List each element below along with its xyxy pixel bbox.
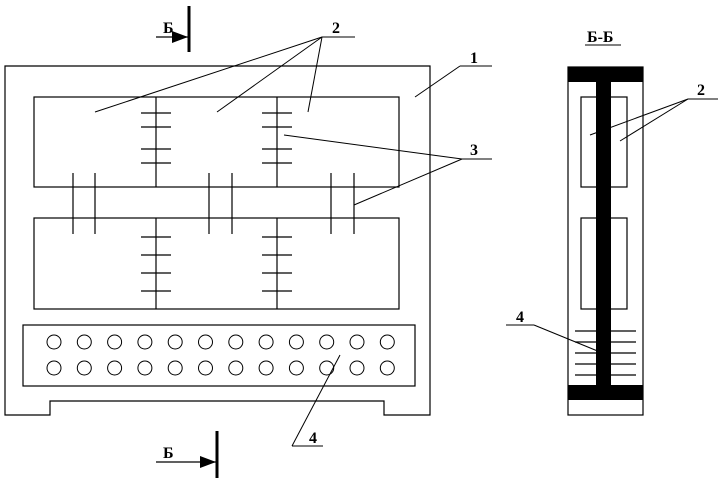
central-web <box>596 80 611 390</box>
section-view-title: Б-Б <box>587 29 613 46</box>
plate-holes <box>46 334 395 376</box>
top-flange <box>568 67 643 82</box>
section-label-top: Б <box>163 20 174 37</box>
lower-ticks-left <box>141 236 171 292</box>
plate-hole <box>107 334 123 350</box>
callout-2-front: 2 <box>94 20 355 113</box>
plate-hole <box>167 360 183 376</box>
plate-hole <box>46 334 62 350</box>
callout-3-label: 3 <box>470 142 478 159</box>
callout-1: 1 <box>414 50 492 98</box>
front-view: Б Б 1 2 3 <box>4 6 492 478</box>
upper-ticks-right <box>262 112 292 164</box>
callout-3: 3 <box>283 134 492 206</box>
plate-hole <box>107 360 123 376</box>
callout-4-front-label: 4 <box>309 430 317 447</box>
plate-hole <box>258 360 274 376</box>
plate-hole <box>379 360 395 376</box>
plate-hole <box>379 334 395 350</box>
callout-4-side: 4 <box>506 309 601 353</box>
upper-chamber <box>33 96 400 188</box>
callout-1-label: 1 <box>470 50 478 67</box>
callout-2-front-label: 2 <box>332 20 340 37</box>
upper-ticks-left <box>141 112 171 164</box>
plate-hole <box>288 334 304 350</box>
connecting-tubes <box>72 173 355 234</box>
plate-hole <box>288 360 304 376</box>
section-view: Б-Б 2 4 <box>506 29 718 416</box>
bottom-flange <box>568 385 643 400</box>
callout-2-side-label: 2 <box>697 82 705 99</box>
section-chamber-lower <box>580 217 628 310</box>
plate-hole <box>228 334 244 350</box>
section-plate-lines <box>575 330 636 376</box>
plate-hole <box>167 334 183 350</box>
plate-hole <box>319 334 335 350</box>
housing-outline <box>4 65 431 416</box>
callout-4-front: 4 <box>291 354 341 447</box>
plate-hole <box>76 360 92 376</box>
plate-hole <box>198 360 213 376</box>
plate-hole <box>137 334 153 350</box>
plate-hole <box>349 360 365 376</box>
plate-hole <box>46 360 62 376</box>
section-chamber-upper <box>580 96 628 188</box>
plate-hole <box>349 334 365 350</box>
section-marker-top: Б <box>156 6 191 52</box>
plate-hole <box>319 360 335 376</box>
plate-hole <box>76 334 92 350</box>
lower-ticks-right <box>262 236 292 292</box>
section-label-bottom: Б <box>163 445 174 462</box>
callout-4-side-label: 4 <box>516 309 524 326</box>
section-marker-bottom: Б <box>156 431 219 478</box>
plate-hole <box>198 334 213 350</box>
plate-hole <box>258 334 274 350</box>
callout-2-side: 2 <box>589 82 718 142</box>
plate-hole <box>228 360 244 376</box>
plate-hole <box>137 360 153 376</box>
perforated-plate <box>22 324 416 387</box>
lower-chamber <box>33 217 400 310</box>
